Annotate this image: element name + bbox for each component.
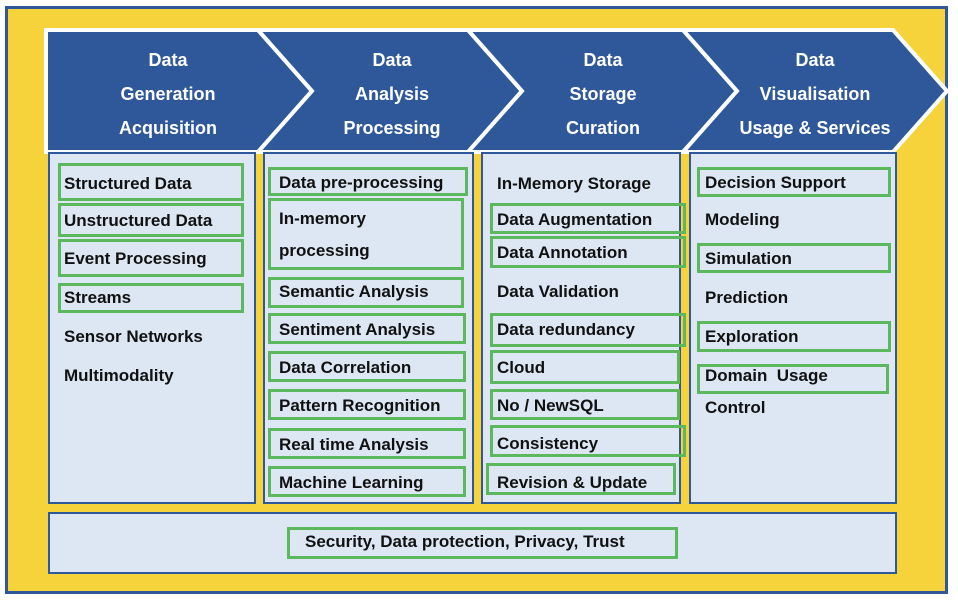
highlight-box xyxy=(486,463,676,495)
highlight-box xyxy=(58,163,244,201)
stage-title-storage: Data Storage Curation xyxy=(503,40,703,148)
list-item: Multimodality xyxy=(64,366,174,385)
list-item: Data pre-processing xyxy=(279,173,444,192)
list-item: Real time Analysis xyxy=(279,435,429,454)
stage-title-line: Analysis xyxy=(354,84,430,104)
highlight-box xyxy=(287,527,678,559)
stage-title-line: Data xyxy=(372,50,412,70)
list-item: Prediction xyxy=(705,288,789,307)
highlight-box xyxy=(268,198,464,270)
cross-cutting-label: Security, Data protection, Privacy, Trus… xyxy=(305,532,625,551)
list-item: Modeling xyxy=(705,210,780,229)
cross-cutting-panel xyxy=(48,512,897,574)
list-item: Domain Usage Control xyxy=(705,366,833,417)
highlight-box xyxy=(697,364,889,394)
list-item: Semantic Analysis xyxy=(279,282,429,301)
list-item: No / NewSQL xyxy=(497,396,604,415)
list-item: Structured Data xyxy=(64,174,192,193)
list-item: Data Correlation xyxy=(279,358,412,377)
stage-title-visualisation: Data Visualisation Usage & Services xyxy=(715,40,915,148)
list-item: Unstructured Data xyxy=(64,211,213,230)
stage-title-line: Storage xyxy=(569,84,637,104)
highlight-box xyxy=(697,243,891,273)
list-item: In-Memory Storage xyxy=(497,174,651,193)
list-item: Decision Support xyxy=(705,173,846,192)
highlight-box xyxy=(58,283,244,313)
highlight-box xyxy=(490,350,680,384)
highlight-box xyxy=(490,389,680,420)
list-item: Event Processing xyxy=(64,249,207,268)
stage-title-line: Visualisation xyxy=(759,84,871,104)
stage-title-line: Curation xyxy=(566,118,640,138)
highlight-box xyxy=(490,313,686,347)
highlight-box xyxy=(268,428,466,459)
highlight-box xyxy=(697,321,891,352)
stage-title-line: Acquisition xyxy=(119,118,217,138)
highlight-box xyxy=(490,425,686,457)
highlight-box xyxy=(268,389,466,420)
list-item: Data Validation xyxy=(497,282,619,301)
highlight-box xyxy=(490,236,686,268)
highlight-box xyxy=(697,167,891,197)
column-storage xyxy=(481,152,681,504)
stage-title-line: Data xyxy=(583,50,623,70)
highlight-box xyxy=(58,239,244,277)
list-item: Data Augmentation xyxy=(497,210,653,229)
list-item: Revision & Update xyxy=(497,473,648,492)
list-item: Sensor Networks xyxy=(64,327,203,346)
list-item: Data Annotation xyxy=(497,243,628,262)
list-item: Streams xyxy=(64,288,132,307)
highlight-box xyxy=(268,351,466,382)
stage-title-analysis: Data Analysis Processing xyxy=(292,40,492,148)
stage-title-line: Usage & Services xyxy=(739,118,891,138)
highlight-box xyxy=(268,313,466,344)
column-analysis xyxy=(263,152,474,504)
list-item: Sentiment Analysis xyxy=(279,320,436,339)
list-item: Exploration xyxy=(705,327,799,346)
stage-title-line: Processing xyxy=(343,118,441,138)
stage-title-line: Generation xyxy=(120,84,216,104)
highlight-box xyxy=(268,466,466,497)
list-item: Data redundancy xyxy=(497,320,635,339)
highlight-box xyxy=(490,203,686,234)
highlight-box xyxy=(268,277,464,308)
list-item: Pattern Recognition xyxy=(279,396,441,415)
list-item: Simulation xyxy=(705,249,792,268)
list-item: Machine Learning xyxy=(279,473,424,492)
column-generation xyxy=(48,152,256,504)
stage-title-generation: Data Generation Acquisition xyxy=(68,40,268,148)
list-item: In-memory processing xyxy=(279,209,370,260)
list-item: Consistency xyxy=(497,434,599,453)
column-visualisation xyxy=(689,152,897,504)
stage-title-line: Data xyxy=(795,50,835,70)
highlight-box xyxy=(58,203,244,237)
highlight-box xyxy=(268,167,468,196)
stage-title-line: Data xyxy=(148,50,188,70)
list-item: Cloud xyxy=(497,358,546,377)
